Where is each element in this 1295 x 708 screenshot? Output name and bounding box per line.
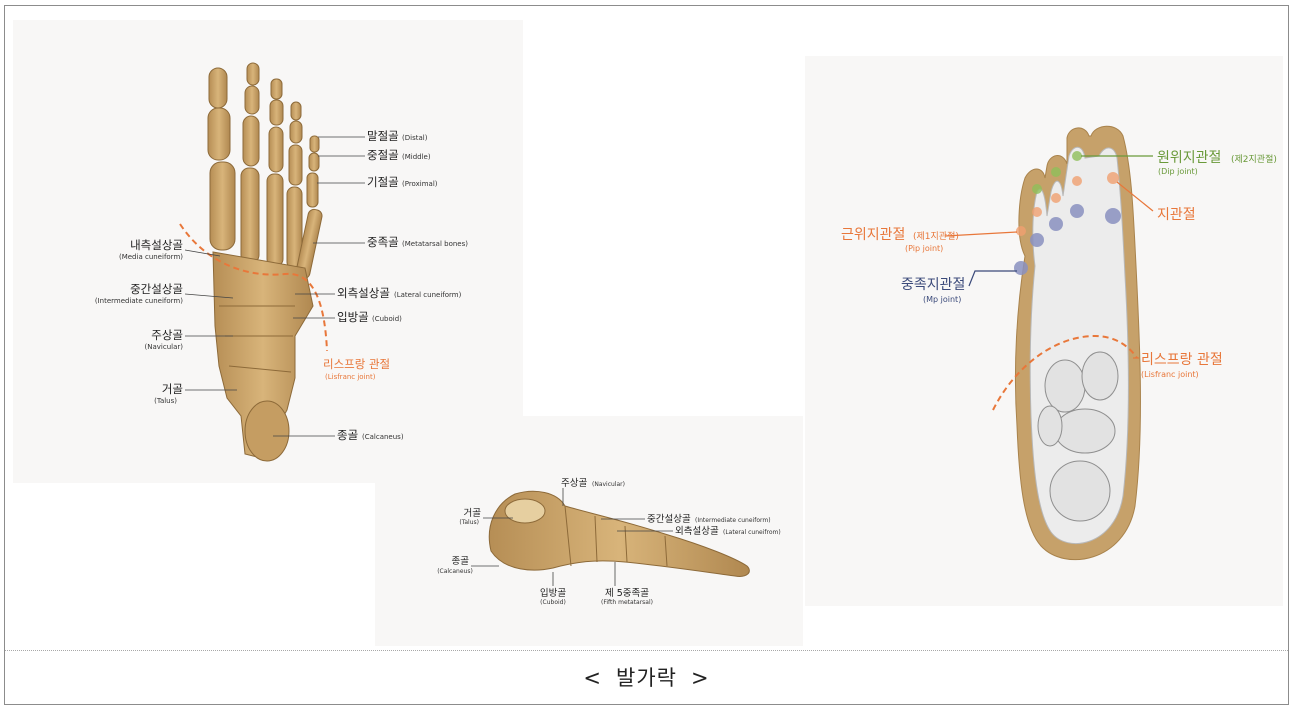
lateral-label-talus-en: (Talus) bbox=[459, 519, 479, 526]
label-mp-en: (Mp joint) bbox=[923, 295, 961, 304]
label-proximal: 기절골 bbox=[367, 175, 399, 189]
lateral-label-calcaneus-en: (Calcaneus) bbox=[437, 568, 473, 575]
label-lisfranc-joint: 리스프랑 관절 bbox=[1141, 352, 1223, 368]
label-ip: 지관절 bbox=[1157, 207, 1196, 223]
figure-caption: < 발가락 > bbox=[5, 662, 1288, 692]
label-dip-en: (Dip joint) bbox=[1158, 167, 1198, 176]
lateral-label-fifth-metatarsal-en: (Fifth metatarsal) bbox=[601, 599, 653, 606]
caption-text: 발가락 bbox=[616, 666, 677, 690]
caption-divider bbox=[5, 650, 1288, 651]
lateral-label-lateral-cuneiform-en: (Lateral cuneifrom) bbox=[723, 529, 781, 536]
label-metatarsal: 중족골 bbox=[367, 235, 399, 249]
caption-right-bracket: > bbox=[691, 666, 710, 690]
label-pip-en: (Pip joint) bbox=[905, 244, 943, 253]
label-cuboid: 입방골 bbox=[337, 310, 369, 324]
label-intermediate-cuneiform: 중간설상골 bbox=[130, 282, 183, 296]
label-dip-sub: (제2지관절) bbox=[1231, 153, 1277, 165]
figure-frame: 말절골 (Distal) 중절골 (Middle) 기절골 (Proximal)… bbox=[4, 5, 1289, 705]
label-lisfranc-dorsal-en: (Lisfranc joint) bbox=[325, 373, 376, 381]
label-lisfranc-joint-en: (Lisfranc joint) bbox=[1141, 370, 1199, 379]
caption-left-bracket: < bbox=[583, 666, 602, 690]
foot-anatomy-figure: 말절골 (Distal) 중절골 (Middle) 기절골 (Proximal)… bbox=[5, 6, 1288, 649]
label-talus-en: (Talus) bbox=[154, 397, 177, 405]
label-middle-en: (Middle) bbox=[402, 153, 431, 161]
label-dip: 원위지관절 bbox=[1157, 150, 1221, 166]
label-proximal-en: (Proximal) bbox=[402, 180, 438, 188]
label-medial-cuneiform: 내측설상골 bbox=[130, 238, 183, 252]
label-distal-en: (Distal) bbox=[402, 134, 428, 142]
label-calcaneus: 종골 bbox=[337, 428, 358, 442]
label-lateral-cuneiform-en: (Lateral cuneiform) bbox=[394, 291, 462, 299]
label-intermediate-cuneiform-en: (Intermediate cuneiform) bbox=[95, 297, 183, 305]
label-pip-sub: (제1지관절) bbox=[913, 230, 959, 242]
lateral-label-navicular-en: (Navicular) bbox=[592, 481, 625, 488]
label-lisfranc-dorsal: 리스프랑 관절 bbox=[323, 357, 390, 371]
lateral-label-intermediate-cuneiform: 중간설상골 bbox=[647, 514, 691, 525]
label-distal: 말절골 bbox=[367, 129, 399, 143]
label-metatarsal-en: (Metatarsal bones) bbox=[402, 240, 468, 248]
label-navicular: 주상골 bbox=[151, 328, 183, 342]
label-middle: 중절골 bbox=[367, 148, 399, 162]
label-mp: 중족지관절 bbox=[901, 277, 965, 293]
lateral-label-talus: 거골 bbox=[464, 508, 482, 519]
lateral-label-fifth-metatarsal: 제 5중족골 bbox=[605, 588, 649, 599]
lateral-label-cuboid: 입방골 bbox=[540, 587, 566, 599]
label-navicular-en: (Navicular) bbox=[145, 343, 184, 351]
label-lateral-cuneiform: 외측설상골 bbox=[337, 286, 390, 300]
lateral-label-navicular: 주상골 bbox=[561, 478, 587, 489]
label-calcaneus-en: (Calcaneus) bbox=[362, 433, 404, 441]
lateral-label-calcaneus: 종골 bbox=[452, 556, 470, 567]
label-pip: 근위지관절 bbox=[841, 227, 905, 243]
label-cuboid-en: (Cuboid) bbox=[372, 315, 402, 323]
label-talus: 거골 bbox=[162, 382, 183, 396]
lateral-label-cuboid-en: (Cuboid) bbox=[540, 599, 566, 606]
label-medial-cuneiform-en: (Media cuneiform) bbox=[119, 253, 183, 261]
lateral-label-intermediate-cuneiform-en: (Intermediate cuneiform) bbox=[695, 517, 771, 524]
lateral-label-lateral-cuneiform: 외측설상골 bbox=[675, 525, 719, 537]
